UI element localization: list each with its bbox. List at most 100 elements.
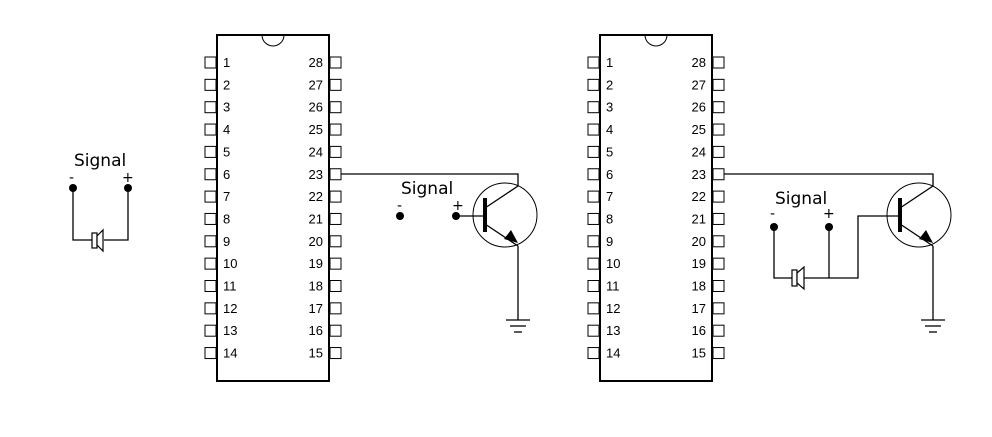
pin-label: 11 (223, 279, 237, 294)
pin-12[interactable] (587, 302, 600, 315)
plus-label: + (823, 206, 835, 222)
ic-2: 1234567891011121314282726252423222120191… (587, 34, 725, 382)
pin-26[interactable] (712, 101, 725, 114)
pin-label: 14 (606, 346, 620, 361)
pin-label: 13 (223, 323, 237, 338)
plus-label: + (452, 198, 464, 214)
pin-6[interactable] (204, 168, 217, 181)
pin-19[interactable] (712, 257, 725, 270)
pin-17[interactable] (712, 302, 725, 315)
pin-25[interactable] (712, 123, 725, 136)
pin-label: 1 (223, 55, 230, 70)
pin-label: 20 (692, 234, 706, 249)
pin-label: 17 (309, 301, 323, 316)
pin-18[interactable] (329, 280, 342, 292)
pin-4[interactable] (587, 123, 600, 136)
pin-17[interactable] (329, 302, 342, 315)
minus-terminal[interactable] (396, 212, 404, 220)
pin-label: 22 (692, 189, 706, 204)
pin-22[interactable] (712, 190, 725, 203)
pin-4[interactable] (204, 123, 217, 136)
pin-23[interactable] (712, 168, 725, 181)
pin-2[interactable] (204, 78, 217, 91)
pin-20[interactable] (712, 235, 725, 248)
pin-label: 12 (223, 301, 237, 316)
pin-16[interactable] (329, 324, 342, 337)
pin-14[interactable] (204, 347, 217, 360)
pin-label: 28 (309, 55, 323, 70)
ic-1: 1234567891011121314282726252423222120191… (204, 34, 342, 382)
speaker-icon (91, 228, 104, 253)
pin-9[interactable] (587, 235, 600, 248)
pin-3[interactable] (204, 101, 217, 114)
pin-label: 7 (606, 189, 613, 204)
chip-body (216, 34, 330, 382)
pin-11[interactable] (204, 280, 217, 292)
pin-label: 25 (309, 122, 323, 137)
pin-label: 21 (309, 211, 323, 226)
pin-1[interactable] (587, 56, 600, 69)
pin-13[interactable] (587, 324, 600, 337)
pin-28[interactable] (712, 56, 725, 69)
collector-wire (724, 173, 934, 186)
pin-19[interactable] (329, 257, 342, 270)
pin-8[interactable] (587, 212, 600, 225)
pin-label: 12 (606, 301, 620, 316)
pin-3[interactable] (587, 101, 600, 114)
pin-label: 10 (223, 256, 237, 271)
pin-26[interactable] (329, 101, 342, 114)
pin-10[interactable] (587, 257, 600, 270)
pin-21[interactable] (329, 212, 342, 225)
pin-8[interactable] (204, 212, 217, 225)
pin-label: 6 (606, 167, 613, 182)
pin-10[interactable] (204, 257, 217, 270)
pin-7[interactable] (587, 190, 600, 203)
pin-16[interactable] (712, 324, 725, 337)
pin-label: 21 (692, 211, 706, 226)
pin-6[interactable] (587, 168, 600, 181)
pin-5[interactable] (587, 145, 600, 158)
chip-body (599, 34, 713, 382)
pin-14[interactable] (587, 347, 600, 360)
pin-11[interactable] (587, 280, 600, 292)
pin-15[interactable] (329, 347, 342, 360)
pin-24[interactable] (329, 145, 342, 158)
signal-label: Signal (775, 189, 827, 209)
pin-5[interactable] (204, 145, 217, 158)
pin-label: 15 (692, 346, 706, 361)
pin-15[interactable] (712, 347, 725, 360)
pin-13[interactable] (204, 324, 217, 337)
wire (773, 227, 792, 279)
pin-24[interactable] (712, 145, 725, 158)
npn-transistor-icon (472, 182, 538, 248)
pin-2[interactable] (587, 78, 600, 91)
pin-label: 18 (692, 279, 706, 294)
pin-7[interactable] (204, 190, 217, 203)
pin-label: 19 (692, 256, 706, 271)
pin-27[interactable] (329, 78, 342, 91)
pin-27[interactable] (712, 78, 725, 91)
pin-label: 17 (692, 301, 706, 316)
pin-label: 24 (692, 144, 706, 159)
pin-label: 5 (223, 144, 230, 159)
pin-21[interactable] (712, 212, 725, 225)
pin-25[interactable] (329, 123, 342, 136)
pin-label: 26 (309, 100, 323, 115)
minus-label: - (397, 198, 402, 214)
pin-23[interactable] (329, 168, 342, 181)
pin-22[interactable] (329, 190, 342, 203)
pin-20[interactable] (329, 235, 342, 248)
speaker-icon (791, 265, 805, 291)
pin-9[interactable] (204, 235, 217, 248)
pin-12[interactable] (204, 302, 217, 315)
pin-label: 15 (309, 346, 323, 361)
pin-18[interactable] (712, 280, 725, 292)
pin-1[interactable] (204, 56, 217, 69)
minus-label: - (69, 170, 74, 186)
chip-notch (644, 34, 668, 47)
pin-28[interactable] (329, 56, 342, 69)
pin-label: 11 (606, 279, 620, 294)
pin-label: 27 (692, 77, 706, 92)
signal-speaker-circuit: Signal - + (69, 151, 134, 253)
